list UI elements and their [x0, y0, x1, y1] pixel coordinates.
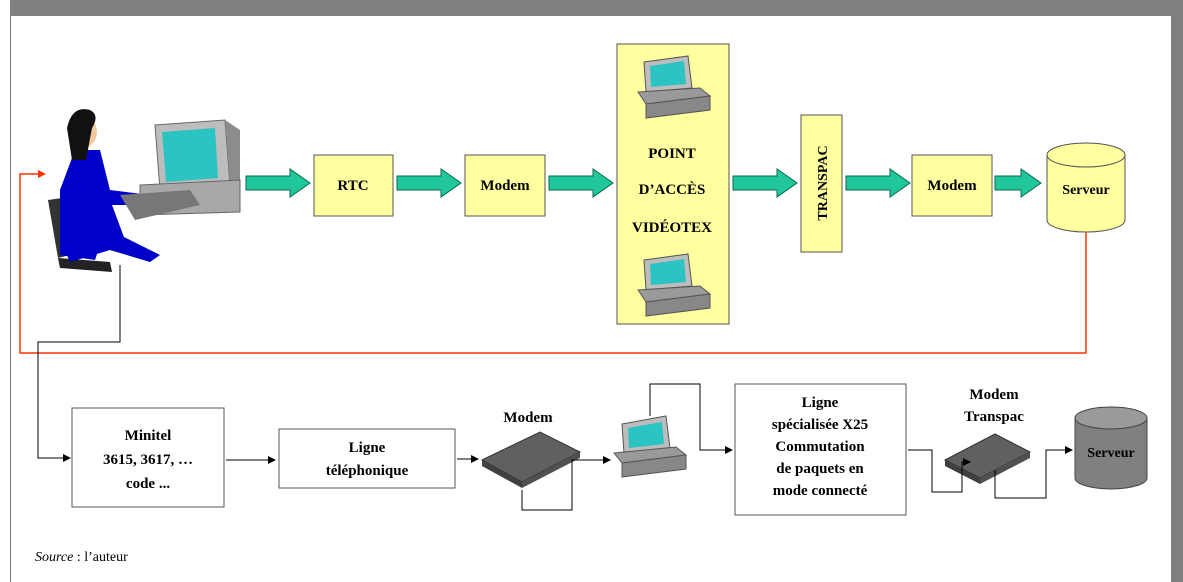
- arrow-3: [548, 168, 614, 198]
- server-cylinder-icon: [1074, 406, 1148, 490]
- source-label: Source: [35, 550, 74, 565]
- minitel-box: [71, 407, 225, 508]
- ligne-telephonique-line2: téléphonique: [326, 463, 409, 479]
- ligne-specialisee-line1: Ligne: [802, 395, 839, 411]
- user-at-computer-icon: [48, 109, 241, 272]
- user-to-minitel-line: [37, 265, 121, 462]
- modem-bottom-label: Modem: [503, 410, 553, 426]
- modem-device-icon: [480, 431, 582, 488]
- arrow-2: [396, 168, 462, 198]
- server-cylinder-icon: [1046, 142, 1126, 233]
- modem-transpac-line2: Transpac: [964, 409, 1024, 425]
- serveur-bottom-label: Serveur: [1087, 446, 1134, 461]
- transpac-label: TRANSPAC: [816, 145, 831, 220]
- serveur-top-label: Serveur: [1062, 183, 1109, 198]
- modem1-label: Modem: [480, 178, 530, 194]
- ligne-specialisee-line3: Commutation: [775, 439, 865, 455]
- arrow-4: [732, 168, 798, 198]
- arrow-5: [845, 168, 911, 198]
- top-arrows: [245, 168, 1042, 198]
- ligne-specialisee-line4: de paquets en: [776, 461, 864, 477]
- computer-icon: [613, 415, 688, 478]
- modem-transpac-line1: Modem: [969, 387, 1019, 403]
- ligne-specialisee-line5: mode connecté: [773, 483, 868, 499]
- point-acces-line2: D’ACCÈS: [639, 181, 706, 198]
- arrow-6: [994, 168, 1042, 198]
- arrow-1: [245, 168, 311, 198]
- modem2-label: Modem: [927, 178, 977, 194]
- minitel-line1: Minitel: [125, 428, 172, 444]
- source-text: : l’auteur: [73, 550, 128, 565]
- point-acces-line1: POINT: [648, 146, 696, 162]
- ligne-telephonique-box: [278, 428, 456, 489]
- minitel-line2: 3615, 3617, …: [103, 452, 193, 468]
- modem-device-icon: [943, 433, 1032, 484]
- minitel-line3: code ...: [126, 476, 170, 492]
- computer-icon: [637, 253, 712, 317]
- modem2-box: [911, 154, 993, 217]
- transpac-box: [800, 114, 843, 253]
- modem1-box: [464, 154, 546, 217]
- rtc-label: RTC: [337, 178, 368, 194]
- ligne-specialisee-box: [734, 383, 907, 516]
- frame-top-border: [10, 0, 1183, 16]
- computer-icon: [637, 55, 712, 119]
- frame-right-border: [1171, 0, 1183, 582]
- rtc-box: [313, 154, 394, 217]
- feedback-line: [19, 173, 1087, 354]
- source-note: Source : l’auteur: [35, 550, 128, 566]
- ligne-specialisee-line2: spécialisée X25: [772, 417, 868, 433]
- ligne-telephonique-line1: Ligne: [349, 440, 386, 456]
- point-acces-line3: VIDÉOTEX: [632, 219, 712, 236]
